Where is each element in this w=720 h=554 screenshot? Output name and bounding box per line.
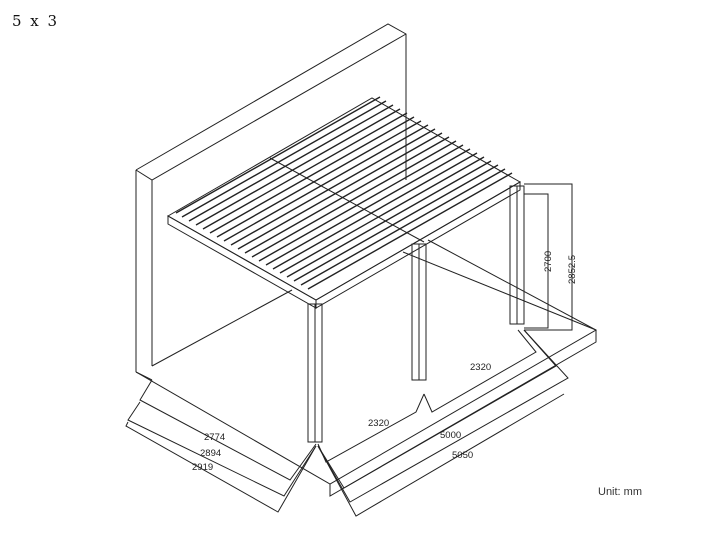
depth-dimensions: 2774 2894 2919 <box>125 379 317 513</box>
drawing-title: 5 x 3 <box>12 12 60 30</box>
roof <box>166 96 522 309</box>
svg-text:5000: 5000 <box>440 430 461 441</box>
wall <box>135 23 407 381</box>
louver-slats <box>175 96 513 290</box>
svg-text:2894: 2894 <box>200 448 221 459</box>
svg-text:2700: 2700 <box>543 251 554 272</box>
svg-text:2320: 2320 <box>470 362 491 373</box>
svg-text:2774: 2774 <box>204 432 225 443</box>
svg-text:2320: 2320 <box>368 418 389 429</box>
width-dimensions: 2320 2320 5000 5050 <box>317 329 569 517</box>
svg-text:5050: 5050 <box>452 450 473 461</box>
svg-text:2852.5: 2852.5 <box>567 255 578 284</box>
unit-label: Unit: mm <box>598 486 642 498</box>
posts <box>307 185 525 443</box>
height-dimensions: 2700 2852.5 <box>524 183 578 331</box>
svg-text:2919: 2919 <box>192 462 213 473</box>
